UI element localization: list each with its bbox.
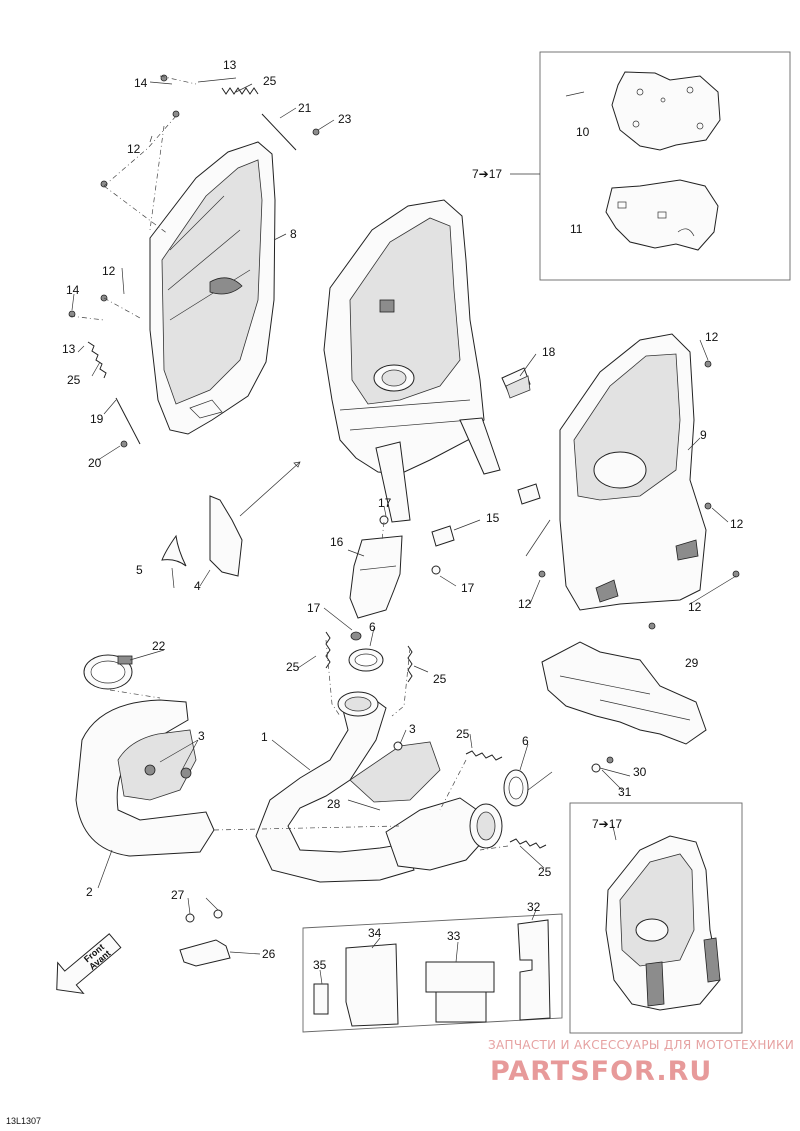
spring-25-left: [87, 341, 107, 379]
spring-25-d: [509, 838, 547, 849]
spring-25-a: [325, 631, 331, 669]
callout-25-upper-left: 25: [286, 660, 300, 674]
callout-14-top: 14: [134, 76, 148, 90]
clamp-22: [83, 654, 133, 690]
spring-25-top: [221, 87, 259, 95]
catalyst-28: [349, 741, 503, 871]
callout-26: 26: [262, 947, 276, 961]
callout-17-centre: 17: [378, 496, 392, 510]
spring-25-b: [407, 645, 413, 683]
callout-6-upper: 6: [369, 620, 376, 634]
spring-25-c: [465, 750, 503, 761]
gasket-inset-box: [539, 51, 791, 281]
callout-7-17-inset: 7➔17: [592, 817, 622, 831]
callout-19: 19: [90, 412, 104, 426]
callout-7-17-top: 7➔17: [472, 167, 502, 181]
callout-28: 28: [327, 797, 341, 811]
diagram-code: 13L1307: [6, 1116, 41, 1126]
callout-17-left: 17: [307, 601, 321, 615]
heat-shield-kit-box: [302, 913, 563, 1033]
shield-33: [425, 961, 495, 1023]
bracket-16: [349, 535, 403, 641]
assembly-inset-box: [569, 802, 743, 1034]
leader-lines: [69, 75, 737, 985]
cover-9: [559, 333, 707, 611]
ring-6-upper: [348, 648, 384, 672]
callout-29: 29: [685, 656, 699, 670]
heat-shield-4: [209, 495, 243, 577]
gasket-10: [611, 71, 721, 151]
watermark: ЗАПЧАСТИ И АКСЕССУАРЫ ДЛЯ МОТОТЕХНИКИ PA…: [488, 1038, 794, 1087]
callout-22: 22: [152, 639, 166, 653]
mount-15-b: [517, 483, 541, 505]
callout-13-left: 13: [62, 342, 76, 356]
shield-32: [517, 919, 551, 1021]
callout-35: 35: [313, 958, 327, 972]
callout-14-left: 14: [66, 283, 80, 297]
callout-2: 2: [86, 885, 93, 899]
callout-12-right-mid: 12: [730, 517, 744, 531]
callout-12-top: 12: [127, 142, 141, 156]
muffler-assembly-inset: [605, 835, 721, 1011]
callout-25-top: 25: [263, 74, 277, 88]
callout-3-left: 3: [198, 729, 205, 743]
callout-25-low: 25: [538, 865, 552, 879]
callout-3-right: 3: [409, 722, 416, 736]
callout-23: 23: [338, 112, 352, 126]
callout-31: 31: [618, 785, 632, 799]
callout-4: 4: [194, 579, 201, 593]
callout-1: 1: [261, 730, 268, 744]
callout-13-top: 13: [223, 58, 237, 72]
muffler-cover-8: [149, 141, 276, 435]
mount-18: [501, 367, 531, 399]
callout-17-right: 17: [461, 581, 475, 595]
ring-6-lower: [503, 769, 529, 807]
callout-6-lower: 6: [522, 734, 529, 748]
callout-9: 9: [700, 428, 707, 442]
callout-34: 34: [368, 926, 382, 940]
callouts: 14 13 25 21 23 12 8 7➔17 10 11 12 14 13 …: [62, 58, 744, 972]
watermark-logo: PARTSFOR.RU: [490, 1056, 712, 1087]
callout-8: 8: [290, 227, 297, 241]
callout-25-left: 25: [67, 373, 81, 387]
callout-27: 27: [171, 888, 185, 902]
callout-15: 15: [486, 511, 500, 525]
callout-21: 21: [298, 101, 312, 115]
shield-35: [313, 983, 329, 1015]
spring-19: [115, 397, 141, 445]
heat-shield-29: [541, 641, 707, 745]
callout-10: 10: [576, 125, 590, 139]
callout-5: 5: [136, 563, 143, 577]
callout-12-right-top: 12: [705, 330, 719, 344]
callout-33: 33: [447, 929, 461, 943]
bracket-26: [179, 909, 231, 967]
spring-21: [261, 113, 297, 151]
exhaust-pipe-1: [255, 691, 415, 883]
heat-shield-5: [161, 534, 187, 567]
resonator-2: [75, 699, 215, 857]
front-arrow: Front Avant: [56, 933, 122, 994]
callout-25-upper-right: 25: [433, 672, 447, 686]
muffler-7: [323, 199, 501, 523]
shield-34: [345, 943, 399, 1027]
callout-25-mid: 25: [456, 727, 470, 741]
watermark-caption: ЗАПЧАСТИ И АКСЕССУАРЫ ДЛЯ МОТОТЕХНИКИ: [488, 1038, 794, 1052]
callout-12-far-right: 12: [688, 600, 702, 614]
callout-32: 32: [527, 900, 541, 914]
callout-18: 18: [542, 345, 556, 359]
callout-30: 30: [633, 765, 647, 779]
callout-20: 20: [88, 456, 102, 470]
gasket-11: [605, 179, 719, 251]
mount-15-a: [431, 525, 455, 547]
callout-11: 11: [570, 222, 583, 236]
callout-16: 16: [330, 535, 344, 549]
callout-12-right-low: 12: [518, 597, 532, 611]
callout-12-left: 12: [102, 264, 116, 278]
